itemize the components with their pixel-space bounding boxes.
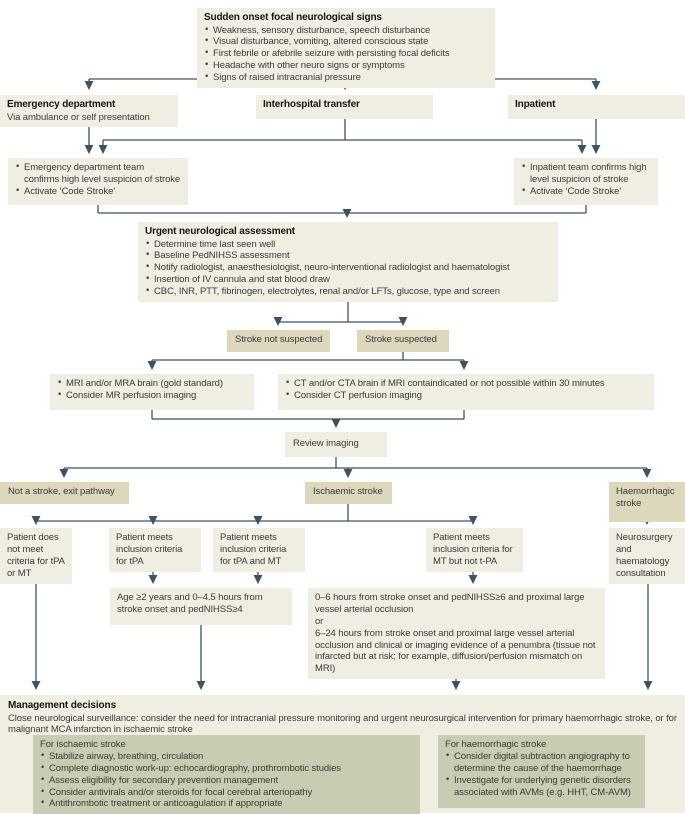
bullet-item: Investigate for underlying genetic disor… — [445, 774, 638, 799]
bullet-list: Determine time last seen well Baseline P… — [145, 238, 551, 298]
bullet-item: Consider MR perfusion imaging — [57, 389, 247, 402]
bullet-item: Activate ‘Code Stroke’ — [521, 185, 651, 198]
node-neurosurgery-haematology: Neurosurgery and haematology consultatio… — [609, 528, 685, 584]
panel-title: Management decisions — [8, 700, 117, 711]
bullet-item: Signs of raised intracranial pressure — [204, 71, 488, 84]
bullet-list: Weakness, sensory disturbance, speech di… — [204, 24, 488, 84]
bullet-item: MRI and/or MRA brain (gold standard) — [57, 377, 247, 390]
bullet-list: MRI and/or MRA brain (gold standard) Con… — [57, 377, 247, 402]
bullet-item: Assess eligibility for secondary prevent… — [40, 774, 413, 787]
bullet-item: Consider antivirals and/or steroids for … — [40, 786, 413, 799]
bullet-list: CT and/or CTA brain if MRI containdicate… — [285, 377, 647, 402]
bullet-item: Weakness, sensory disturbance, speech di… — [204, 24, 488, 37]
bullet-item: CBC, INR, PTT, fibrinogen, electrolytes,… — [145, 285, 551, 298]
bullet-list: Consider digital subtraction angiography… — [445, 750, 638, 799]
node-title: Interhospital transfer — [263, 99, 360, 110]
node-sudden-onset-signs: Sudden onset focal neurological signs We… — [197, 8, 495, 88]
node-ischaemic-management: For ischaemic stroke Stabilize airway, b… — [33, 735, 420, 814]
panel-text: Close neurological surveillance: conside… — [8, 712, 677, 736]
criteria-line-2: 6–24 hours from stroke onset and proxima… — [315, 627, 596, 675]
node-emergency-department: Emergency department Via ambulance or se… — [0, 95, 178, 128]
node-not-a-stroke: Not a stroke, exit pathway — [0, 482, 129, 504]
node-ct-imaging: CT and/or CTA brain if MRI containdicate… — [278, 374, 654, 410]
node-urgent-neurological-assessment: Urgent neurological assessment Determine… — [138, 222, 558, 302]
bullet-item: Activate ‘Code Stroke’ — [15, 185, 181, 198]
node-stroke-suspected: Stroke suspected — [357, 330, 449, 352]
bullet-list: Emergency department team confirms high … — [15, 161, 181, 198]
node-criteria-tpa-and-mt: Patient meets inclusion criteria for tPA… — [213, 528, 305, 572]
bullet-item: Stabilize airway, breathing, circulation — [40, 750, 413, 763]
node-title: For haemorrhagic stroke — [445, 739, 547, 750]
node-stroke-not-suspected: Stroke not suspected — [227, 330, 330, 352]
bullet-item: Notify radiologist, anaesthesiologist, n… — [145, 261, 551, 274]
bullet-item: Baseline PedNIHSS assessment — [145, 249, 551, 262]
node-title: Sudden onset focal neurological signs — [204, 12, 382, 23]
bullet-item: Headache with other neuro signs or sympt… — [204, 59, 488, 72]
node-inpatient-team-code-stroke: Inpatient team confirms high level suspi… — [514, 158, 658, 205]
node-criteria-tpa: Patient meets inclusion criteria for tPA — [109, 528, 201, 572]
node-ed-team-code-stroke: Emergency department team confirms high … — [8, 158, 188, 205]
bullet-item: Antithrombotic treatment or anticoagulat… — [40, 797, 413, 810]
node-inpatient: Inpatient — [508, 95, 685, 119]
criteria-or: or — [315, 615, 324, 627]
node-age-time-criteria: Age ≥2 years and 0–4.5 hours from stroke… — [110, 588, 292, 625]
node-criteria-mt-not-tpa: Patient meets inclusion criteria for MT … — [426, 528, 523, 572]
node-ischaemic-stroke: Ischaemic stroke — [305, 482, 392, 504]
node-title: For ischaemic stroke — [40, 739, 126, 750]
bullet-item: CT and/or CTA brain if MRI containdicate… — [285, 377, 647, 390]
node-interhospital-transfer: Interhospital transfer — [256, 95, 433, 119]
bullet-item: Consider digital subtraction angiography… — [445, 750, 638, 775]
node-haemorrhagic-management: For haemorrhagic stroke Consider digital… — [438, 735, 645, 808]
node-haemorrhagic-stroke: Haemorrhagic stroke — [609, 482, 685, 522]
bullet-item: Consider CT perfusion imaging — [285, 389, 647, 402]
node-mri-imaging: MRI and/or MRA brain (gold standard) Con… — [50, 374, 254, 410]
bullet-list: Stabilize airway, breathing, circulation… — [40, 750, 413, 810]
node-title: Emergency department — [7, 99, 116, 110]
bullet-item: Emergency department team confirms high … — [15, 161, 181, 186]
node-review-imaging: Review imaging — [285, 432, 387, 457]
bullet-item: Visual disturbance, vomiting, altered co… — [204, 35, 488, 48]
bullet-list: Inpatient team confirms high level suspi… — [521, 161, 651, 198]
node-title: Urgent neurological assessment — [145, 226, 295, 237]
criteria-line-1: 0–6 hours from stroke onset and pedNIHSS… — [315, 592, 585, 615]
node-no-criteria-tpa-mt: Patient does not meet criteria for tPA o… — [0, 528, 72, 584]
bullet-item: First febrile or afebrile seizure with p… — [204, 47, 488, 60]
bullet-item: Insertion of IV cannula and stat blood d… — [145, 273, 551, 286]
node-title: Inpatient — [515, 99, 556, 110]
bullet-item: Inpatient team confirms high level suspi… — [521, 161, 651, 186]
node-time-window-criteria: 0–6 hours from stroke onset and pedNIHSS… — [308, 588, 605, 680]
bullet-item: Complete diagnostic work-up: echocardiog… — [40, 762, 413, 775]
node-subtitle: Via ambulance or self presentation — [7, 111, 150, 123]
bullet-item: Determine time last seen well — [145, 238, 551, 251]
